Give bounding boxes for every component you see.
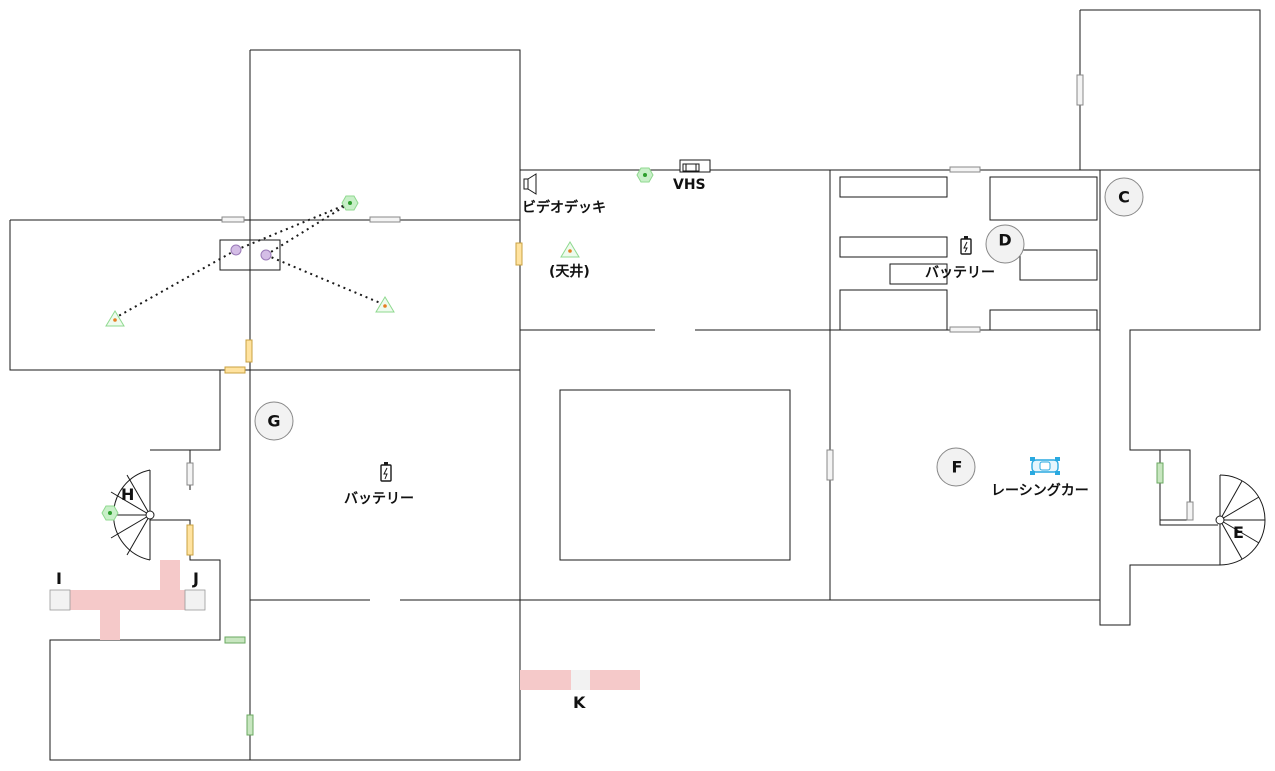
door[interactable] [1186, 501, 1194, 521]
hazard-zone [160, 560, 180, 610]
shelf [989, 176, 1098, 221]
door[interactable] [1076, 74, 1084, 106]
racing-car-icon[interactable] [1030, 457, 1060, 475]
battery-icon[interactable] [960, 236, 972, 255]
door[interactable] [224, 366, 246, 374]
door[interactable] [369, 216, 401, 223]
furniture [839, 176, 1098, 331]
svg-text:D: D [998, 231, 1011, 250]
sensor-icon[interactable] [101, 505, 119, 521]
door[interactable] [245, 339, 253, 363]
door[interactable] [221, 216, 245, 223]
door[interactable] [1156, 462, 1164, 484]
hazard-gap [571, 670, 590, 690]
sensor-icon[interactable] [341, 195, 359, 211]
hazard-gap [49, 589, 71, 611]
svg-text:C: C [1118, 188, 1130, 207]
battery-label-2: バッテリー [925, 265, 995, 281]
marker-h[interactable]: H [121, 485, 134, 504]
door[interactable] [224, 636, 246, 644]
camera-icon[interactable] [105, 310, 125, 327]
speaker-icon[interactable] [523, 173, 537, 195]
svg-text:G: G [267, 412, 280, 431]
hazard-zone [100, 590, 120, 640]
door[interactable] [949, 166, 981, 173]
door[interactable] [949, 326, 981, 333]
doors [186, 74, 1194, 736]
camera-icon[interactable] [560, 241, 580, 258]
vhs-label: VHS [673, 177, 706, 193]
vhs-tape-icon[interactable] [679, 159, 711, 173]
battery-icon[interactable] [380, 462, 392, 482]
spiral-stair-e[interactable] [1215, 474, 1266, 566]
door[interactable] [826, 449, 834, 481]
camera-icon[interactable] [375, 296, 395, 313]
marker-g[interactable]: G [254, 401, 294, 441]
racing-car-label: レーシングカー [991, 482, 1089, 499]
shelf [989, 309, 1098, 331]
battery-label-1: バッテリー [344, 491, 414, 507]
marker-e[interactable]: E [1233, 523, 1244, 542]
door[interactable] [515, 242, 523, 266]
node[interactable] [260, 249, 272, 261]
walls [9, 9, 1261, 761]
shelf [839, 176, 948, 198]
sensor-icon[interactable] [636, 167, 654, 183]
door[interactable] [246, 714, 254, 736]
shelf [1019, 249, 1098, 281]
marker-f[interactable]: F [936, 447, 976, 487]
sensor-links [114, 202, 386, 319]
svg-text:F: F [952, 458, 963, 477]
ceiling-label: (天井) [549, 263, 590, 280]
door[interactable] [186, 524, 194, 556]
marker-k[interactable]: K [573, 693, 586, 712]
hazard-zones [49, 560, 640, 690]
shelf [839, 289, 948, 331]
video-deck-label: ビデオデッキ [522, 199, 606, 216]
marker-i[interactable]: I [56, 569, 62, 588]
shelf [839, 236, 948, 258]
marker-c[interactable]: C [1104, 177, 1144, 217]
hazard-gap [184, 589, 206, 611]
shelf [889, 263, 948, 285]
marker-j[interactable]: J [192, 569, 199, 588]
marker-d[interactable]: D [985, 224, 1025, 264]
node[interactable] [230, 244, 242, 256]
door[interactable] [186, 462, 194, 486]
hazard-zone [50, 590, 205, 610]
